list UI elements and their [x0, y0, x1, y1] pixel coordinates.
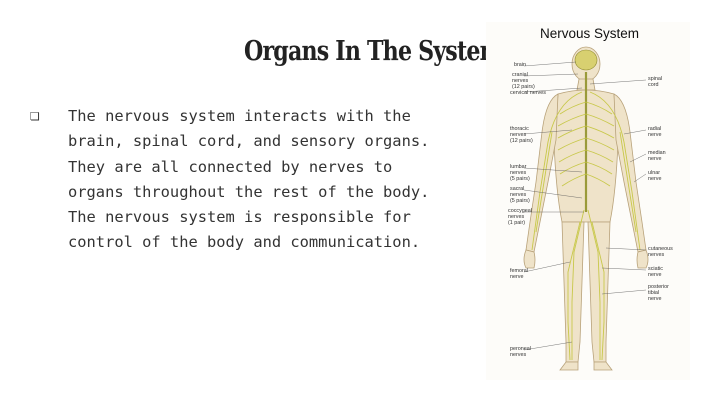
label-femoral-nerve: femoral nerve [510, 268, 528, 280]
label-lumbar-nerves: lumbar nerves (5 pairs) [510, 164, 530, 182]
label-cervical-nerves: cervical nerves [510, 90, 546, 96]
label-peroneal-nerves: peroneal nerves [510, 346, 531, 358]
figure-title: Nervous System [540, 26, 640, 41]
body-illustration [523, 46, 649, 371]
label-median-nerve: median nerve [648, 150, 666, 162]
checkbox-bullet-icon: ❏ [30, 105, 40, 124]
label-sacral-nerves: sacral nerves (5 pairs) [510, 186, 530, 204]
label-sciatic-nerve: sciatic nerve [648, 266, 663, 278]
slide-title: Organs In The System [244, 36, 503, 67]
label-cranial-nerves: cranial nerves (12 pairs) [512, 72, 535, 90]
label-radial-nerve: radial nerve [648, 126, 662, 138]
label-posterior-tibial-nerve: posterior tibial nerve [648, 284, 669, 302]
nervous-system-figure: Nervous System brain cranial nerves (12 … [486, 22, 690, 380]
label-thoracic-nerves: thoracic nerves (12 pairs) [510, 126, 533, 144]
label-coccygeal-nerves: coccygeal nerves (1 pair) [508, 208, 532, 226]
label-spinal-cord: spinal cord [648, 76, 663, 88]
bullet-text: The nervous system interacts with the br… [68, 107, 430, 252]
label-cutaneous-nerves: cutaneous nerves [648, 246, 673, 258]
label-brain: brain [514, 62, 526, 68]
label-ulnar-nerve: ulnar nerve [648, 170, 662, 182]
